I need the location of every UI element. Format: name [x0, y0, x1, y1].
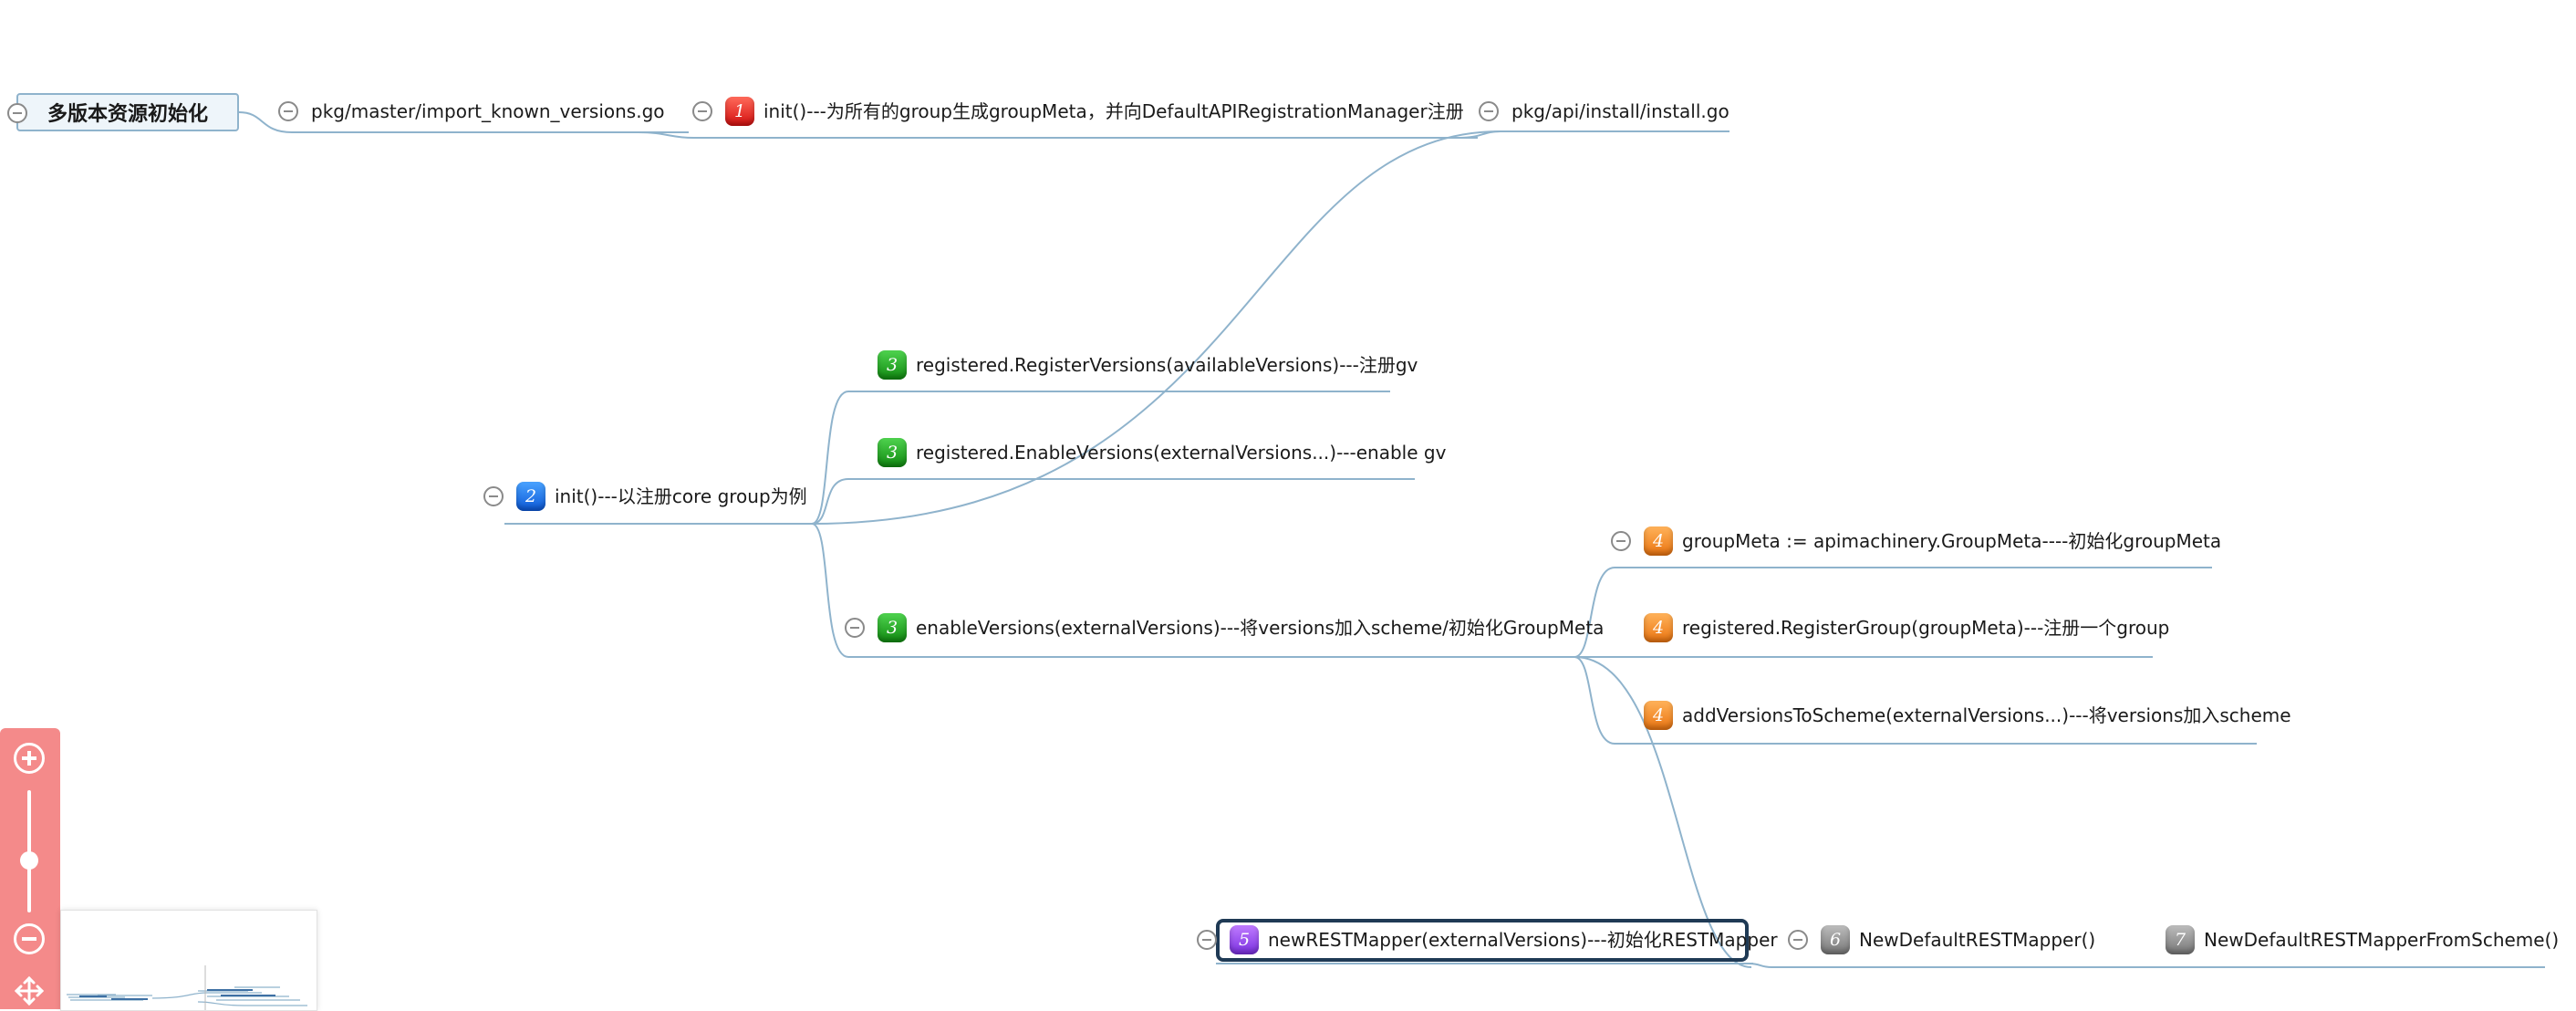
move-arrows-icon[interactable] [13, 975, 46, 1007]
priority-1-icon: 1 [725, 97, 754, 126]
topic-group-meta[interactable]: 4 groupMeta := apimachinery.GroupMeta---… [1611, 523, 2221, 559]
topic-init-core-group[interactable]: 2 init()---以注册core group为例 [483, 478, 807, 515]
connector-install-init2 [811, 130, 1501, 525]
connector-newRESTMapper-newDefault [1748, 963, 2122, 968]
collapse-toggle-icon[interactable] [278, 101, 298, 121]
priority-5-icon: 5 [1230, 925, 1259, 954]
topic-new-rest-mapper[interactable]: 5 newRESTMapper(externalVersions)---初始化R… [1197, 922, 1778, 958]
topic-add-versions-to-scheme[interactable]: 4 addVersionsToScheme(externalVersions..… [1644, 697, 2291, 734]
minus-circle-icon[interactable] [14, 923, 45, 954]
topic-init-all-groups[interactable]: 1 init()---为所有的group生成groupMeta，并向Defaul… [692, 93, 1464, 130]
connector-ev-groupMeta [1574, 567, 2212, 658]
plus-circle-icon[interactable] [14, 743, 45, 774]
priority-4-icon: 4 [1644, 526, 1673, 556]
topic-label: newRESTMapper(externalVersions)---初始化RES… [1268, 929, 1778, 951]
minimap[interactable] [60, 910, 317, 1011]
topic-install-go[interactable]: pkg/api/install/install.go [1479, 93, 1729, 130]
root-topic[interactable]: 多版本资源初始化 [7, 93, 239, 131]
collapse-toggle-icon[interactable] [1788, 930, 1808, 950]
topic-label: addVersionsToScheme(externalVersions...)… [1682, 704, 2291, 726]
priority-6-icon: 6 [1821, 925, 1850, 954]
topic-register-versions[interactable]: 3 registered.RegisterVersions(availableV… [878, 347, 1418, 383]
topic-import-known-versions[interactable]: pkg/master/import_known_versions.go [278, 93, 665, 130]
collapse-toggle-icon[interactable] [7, 103, 27, 123]
priority-4-icon: 4 [1644, 613, 1673, 642]
topic-label: NewDefaultRESTMapper() [1859, 929, 2096, 951]
topic-enable-versions[interactable]: 3 enableVersions(externalVersions)---将ve… [845, 610, 1604, 646]
topic-label: init()---以注册core group为例 [555, 485, 807, 507]
priority-7-icon: 7 [2166, 925, 2195, 954]
connector-init2-enableVersions [811, 523, 1574, 658]
topic-label: init()---为所有的group生成groupMeta，并向DefaultA… [763, 100, 1464, 122]
collapse-toggle-icon[interactable] [692, 101, 712, 121]
collapse-toggle-icon[interactable] [1611, 531, 1631, 551]
priority-3-icon: 3 [878, 350, 907, 380]
minimap-preview [67, 965, 307, 1010]
connector-init1-install [1459, 130, 1729, 139]
selected-topic-outline [1216, 919, 1749, 962]
topic-label: registered.EnableVersions(externalVersio… [916, 442, 1447, 464]
topic-label: registered.RegisterGroup(groupMeta)---注册… [1682, 617, 2170, 639]
topic-enable-versions-registered[interactable]: 3 registered.EnableVersions(externalVers… [878, 434, 1446, 471]
priority-4-icon: 4 [1644, 701, 1673, 730]
priority-2-icon: 2 [516, 482, 545, 511]
topic-new-default-rest-mapper-from-scheme[interactable]: 7 NewDefaultRESTMapperFromScheme() [2166, 922, 2559, 958]
topic-label: enableVersions(externalVersions)---将vers… [916, 617, 1605, 639]
priority-3-icon: 3 [878, 438, 907, 467]
collapse-toggle-icon[interactable] [845, 618, 865, 638]
topic-register-group[interactable]: 4 registered.RegisterGroup(groupMeta)---… [1644, 610, 2169, 646]
topic-new-default-rest-mapper[interactable]: 6 NewDefaultRESTMapper() [1788, 922, 2095, 958]
connector-root-import [238, 111, 689, 133]
root-topic-label: 多版本资源初始化 [47, 103, 208, 126]
connector-init2-enablever [811, 478, 1415, 525]
topic-label: pkg/api/install/install.go [1511, 100, 1729, 122]
topic-label: registered.RegisterVersions(availableVer… [916, 354, 1418, 376]
zoom-slider-handle[interactable] [20, 851, 38, 870]
priority-3-icon: 3 [878, 613, 907, 642]
collapse-toggle-icon[interactable] [1197, 930, 1217, 950]
topic-label: NewDefaultRESTMapperFromScheme() [2204, 929, 2560, 951]
connector-init2-regver [811, 391, 1390, 525]
collapse-toggle-icon[interactable] [1479, 101, 1499, 121]
connector-ev-addVersions [1574, 656, 2257, 745]
topic-label: groupMeta := apimachinery.GroupMeta----初… [1682, 530, 2222, 552]
connector-ev-newRESTMapper [1574, 656, 1752, 968]
collapse-toggle-icon[interactable] [483, 486, 504, 506]
connector-import-init1 [638, 131, 1478, 139]
topic-label: pkg/master/import_known_versions.go [311, 100, 665, 122]
